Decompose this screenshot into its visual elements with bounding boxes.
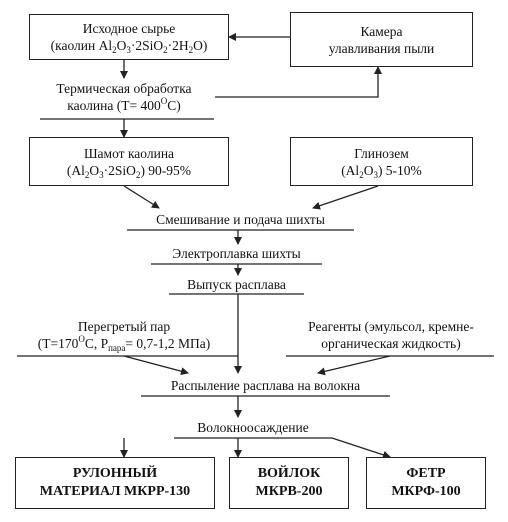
reagents-label: Реагенты (эмульсол, кремне- органическая… xyxy=(288,318,494,352)
dust-chamber-box: Камера улавливания пыли xyxy=(290,12,473,67)
dust-chamber-line2: улавливания пыли xyxy=(328,40,435,56)
thermal-line1: Термическая обработка xyxy=(56,81,192,96)
alumina-formula: (Al2O3) 5-10% xyxy=(341,162,422,180)
chamotte-formula: (Al2O3·2SiO2) 90-95% xyxy=(66,162,192,180)
raw-material-formula: (каолин Al2O3·2SiO2·2H2O) xyxy=(50,38,208,55)
roll-line2: МАТЕРИАЛ МКРР-130 xyxy=(39,484,191,499)
arrow-chamotte-to-mixing xyxy=(123,185,160,209)
fetr-box: ФЕТР МКРФ-100 xyxy=(366,457,486,509)
steam-line1: Перегретый пар xyxy=(77,319,171,334)
felt-line1: ВОЙЛОК xyxy=(257,466,321,481)
reagents-line2: органическая жидкость) xyxy=(321,336,461,351)
arrow-reagents-to-spraying xyxy=(317,355,391,376)
alumina-box: Глинозем (Al2O3) 5-10% xyxy=(290,137,473,186)
chamotte-title: Шамот каолина xyxy=(83,145,175,161)
deposition-label: Волокноосаждение xyxy=(197,420,309,435)
spraying-label: Распыление расплава на волокна xyxy=(170,378,361,393)
felt-line2: МКРВ-200 xyxy=(255,484,323,499)
felt-box: ВОЙЛОК МКРВ-200 xyxy=(229,457,349,509)
thermal-line2: каолина (Т= 400OС) xyxy=(67,96,181,114)
release-label: Выпуск расплава xyxy=(187,277,286,292)
arrow-thermal-to-dust xyxy=(215,66,382,98)
reagents-line1: Реагенты (эмульсол, кремне- xyxy=(308,319,474,334)
chamotte-box: Шамот каолина (Al2O3·2SiO2) 90-95% xyxy=(29,137,229,186)
alumina-title: Глинозем xyxy=(354,145,409,161)
raw-material-title: Исходное сырье xyxy=(82,21,176,36)
arrow-alumina-to-mixing xyxy=(312,185,379,210)
steam-line2: (Т=170OС, Pпара= 0,7-1,2 МПа) xyxy=(37,334,211,353)
thermal-treatment-label: Термическая обработка каолина (Т= 400OС) xyxy=(32,80,216,114)
mixing-label: Смешивание и подача шихты xyxy=(156,212,325,227)
arrow-to-fetr xyxy=(331,437,391,459)
melting-label: Электроплавка шихты xyxy=(172,246,301,261)
raw-material-box: Исходное сырье (каолин Al2O3·2SiO2·2H2O) xyxy=(29,14,229,60)
roll-line1: РУЛОННЫЙ xyxy=(72,466,158,481)
roll-material-box: РУЛОННЫЙ МАТЕРИАЛ МКРР-130 xyxy=(15,457,215,509)
fetr-line2: МКРФ-100 xyxy=(391,484,461,499)
fetr-line1: ФЕТР xyxy=(406,466,446,481)
steam-label: Перегретый пар (Т=170OС, Pпара= 0,7-1,2 … xyxy=(14,318,234,353)
arrow-steam-to-spraying xyxy=(123,355,189,376)
dust-chamber-line1: Камера xyxy=(360,23,403,39)
